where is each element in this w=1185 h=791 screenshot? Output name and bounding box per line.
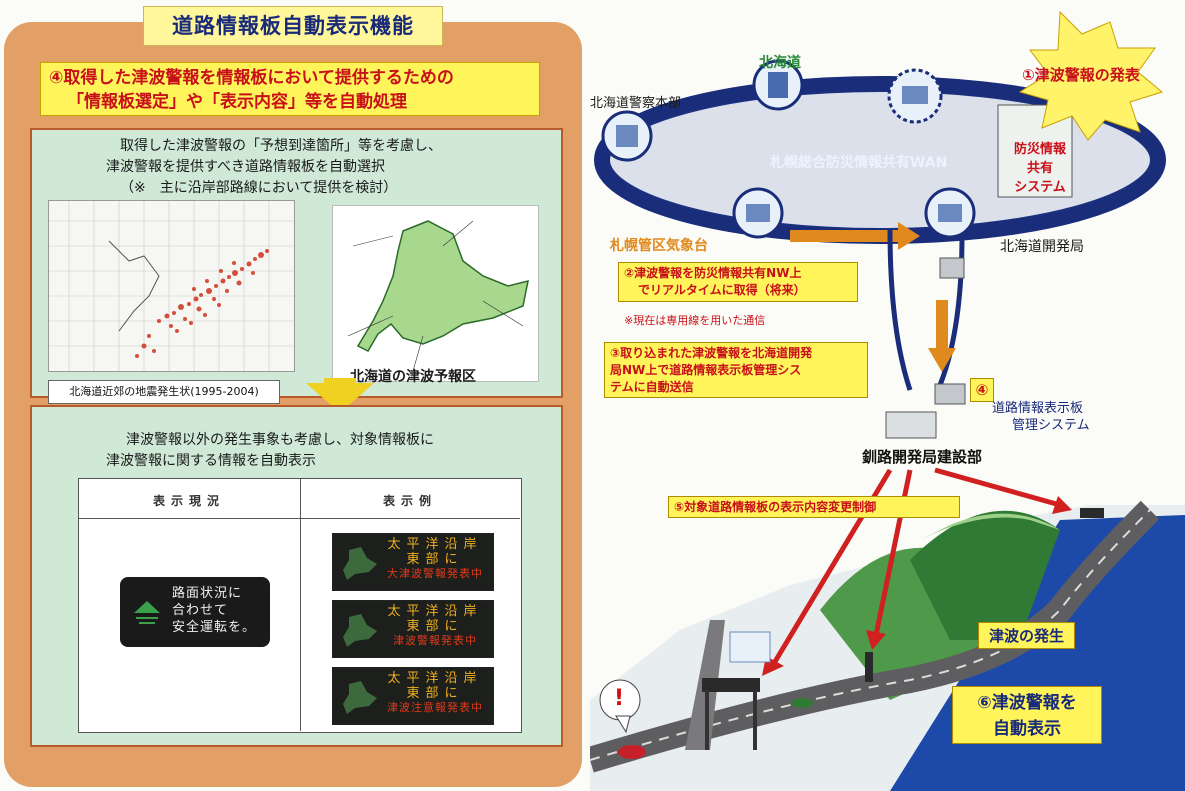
example2-line3: 津波警報発表中 [393, 634, 477, 647]
network-link [887, 229, 913, 391]
step4-line2: 「情報板選定」や「表示内容」等を自動処理 [67, 92, 407, 112]
current-sign-line2: 合わせて [172, 603, 229, 618]
step4-line1: ④取得した津波警報を情報板において提供するための [49, 68, 454, 88]
lower-desc-line2: 津波警報に関する情報を自動表示 [106, 453, 316, 469]
hill-highlight [920, 513, 1060, 540]
table-header-current: 表示現況 [152, 494, 225, 508]
hokkaido-sign-icon [134, 601, 160, 624]
kushiro-label: 釧路開発局建設部 [862, 448, 983, 466]
server-icon [939, 257, 965, 279]
table-header-example: 表示例 [382, 494, 437, 508]
note-label: ※現在は専用線を用いた通信 [624, 314, 766, 327]
police-label: 北海道警察本部 [590, 96, 682, 111]
example2-line2: 東部に [406, 619, 464, 634]
example1-line1: 太平洋沿岸 [387, 537, 483, 552]
step6-line2: 自動表示 [993, 719, 1061, 739]
alert-bubble-tail [615, 715, 631, 734]
exclamation-icon: ! [614, 686, 625, 711]
example1-line3: 大津波警報発表中 [387, 567, 483, 580]
tsunami-occur-label: 津波の発生 [978, 622, 1076, 649]
mgmt-line2: 管理システム [1012, 418, 1090, 433]
orange-arrow-shaft [790, 230, 900, 242]
alert-starburst [1018, 10, 1164, 141]
dev-bureau-label: 北海道開発局 [1000, 239, 1084, 255]
building-icon [729, 631, 771, 663]
hokkaido-silhouette-icon [343, 681, 377, 714]
example-sign-major-warning: 太平洋沿岸 東部に 大津波警報発表中 [332, 533, 494, 591]
current-sign-line3: 安全運転を。 [172, 620, 257, 635]
bousai-label: 防災情報 共有 システム [1012, 138, 1068, 195]
car-red-icon [618, 745, 646, 759]
gantry-pole [705, 690, 709, 750]
building-icon [938, 204, 962, 222]
step2-box: ②津波警報を防災情報共有NW上 でリアルタイムに取得（将来） [618, 262, 858, 302]
red-arrow-head [1052, 496, 1072, 514]
step2-line1: ②津波警報を防災情報共有NW上 [624, 266, 802, 280]
roadside-sign [865, 652, 873, 682]
hokkaido-map-graphic [347, 220, 529, 372]
building-icon [768, 72, 788, 98]
orange-arrow-head [928, 348, 956, 372]
step3-line2: 局NW上で道路情報表示板管理シス [610, 363, 802, 377]
step6-line1: ⑥津波警報を [977, 693, 1077, 713]
tsunami-map-caption: 北海道の津波予報区 [350, 369, 476, 385]
server-icon [934, 383, 966, 405]
upper-desc-line2: 津波警報を提供すべき道路情報板を自動選択 [106, 159, 386, 175]
building-icon [902, 86, 928, 104]
step1-label: ①津波警報の発表 [1022, 66, 1140, 84]
hokkaido-silhouette-icon [343, 547, 377, 580]
server-icon [885, 411, 937, 439]
lower-desc-line1: 津波警報以外の発生事象も考慮し、対象情報板に [126, 432, 434, 448]
building-icon [616, 125, 638, 147]
table-divider [300, 478, 301, 731]
bousai-line1: 防災情報 [1013, 142, 1066, 157]
earthquake-map-caption: 北海道近郊の地震発生状(1995-2004) [48, 380, 280, 404]
orange-arrow-shaft [936, 300, 948, 352]
wan-label: 札幌総合防災情報共有WAN [770, 155, 948, 171]
step2-line2: でリアルタイムに取得（将来） [638, 283, 806, 297]
step5-box: ⑤対象道路情報板の表示内容変更制御 [668, 496, 960, 518]
gantry-sign-1 [702, 678, 760, 692]
hokkaido-label: 北海道 [759, 55, 801, 71]
jma-label: 札幌管区気象台 [610, 238, 708, 254]
gantry-sign-2 [1080, 508, 1104, 518]
example-sign-advisory: 太平洋沿岸 東部に 津波注意報発表中 [332, 667, 494, 725]
hokkaido-silhouette-icon [343, 614, 377, 647]
example2-line1: 太平洋沿岸 [387, 604, 483, 619]
orange-arrow-head [898, 222, 920, 250]
bousai-line3: システム [1014, 180, 1066, 195]
upper-desc-line3: （※ 主に沿岸部路線において提供を検討） [120, 180, 398, 196]
tsunami-forecast-map [332, 205, 539, 382]
red-arrow [934, 467, 1061, 508]
red-arrow-head [866, 630, 886, 650]
step6-box: ⑥津波警報を 自動表示 [952, 686, 1102, 744]
building-icon [746, 204, 770, 222]
example-sign-warning: 太平洋沿岸 東部に 津波警報発表中 [332, 600, 494, 658]
gantry-pole [753, 690, 757, 750]
step3-line1: ③取り込まれた津波警報を北海道開発 [610, 346, 813, 360]
mgmt-label: 道路情報表示板 管理システム [992, 400, 1090, 434]
upper-desc-line1: 取得した津波警報の「予想到達箇所」等を考慮し、 [120, 138, 442, 154]
example1-line2: 東部に [406, 552, 464, 567]
panel-title: 道路情報板自動表示機能 [143, 6, 443, 46]
earthquake-scatter-graphic [49, 201, 294, 371]
step3-line3: テムに自動送信 [610, 380, 694, 394]
table-header-rule [78, 518, 520, 519]
example3-line1: 太平洋沿岸 [387, 671, 483, 686]
hill-2 [910, 510, 1060, 640]
car-green-icon [791, 698, 813, 708]
current-road-sign: 路面状況に 合わせて 安全運転を。 [120, 577, 270, 647]
step4-box: ④取得した津波警報を情報板において提供するための 「情報板選定」や「表示内容」等… [40, 62, 540, 116]
current-sign-line1: 路面状況に [172, 586, 243, 601]
step4-badge: ④ [970, 378, 994, 402]
example3-line3: 津波注意報発表中 [387, 701, 483, 714]
network-link [937, 234, 965, 386]
road-centerline [590, 509, 1151, 761]
step3-box: ③取り込まれた津波警報を北海道開発 局NW上で道路情報表示板管理シス テムに自動… [604, 342, 868, 398]
bousai-line2: 共有 [1026, 161, 1053, 176]
mgmt-line1: 道路情報表示板 [992, 401, 1084, 416]
example3-line2: 東部に [406, 686, 464, 701]
earthquake-distribution-map [48, 200, 295, 372]
